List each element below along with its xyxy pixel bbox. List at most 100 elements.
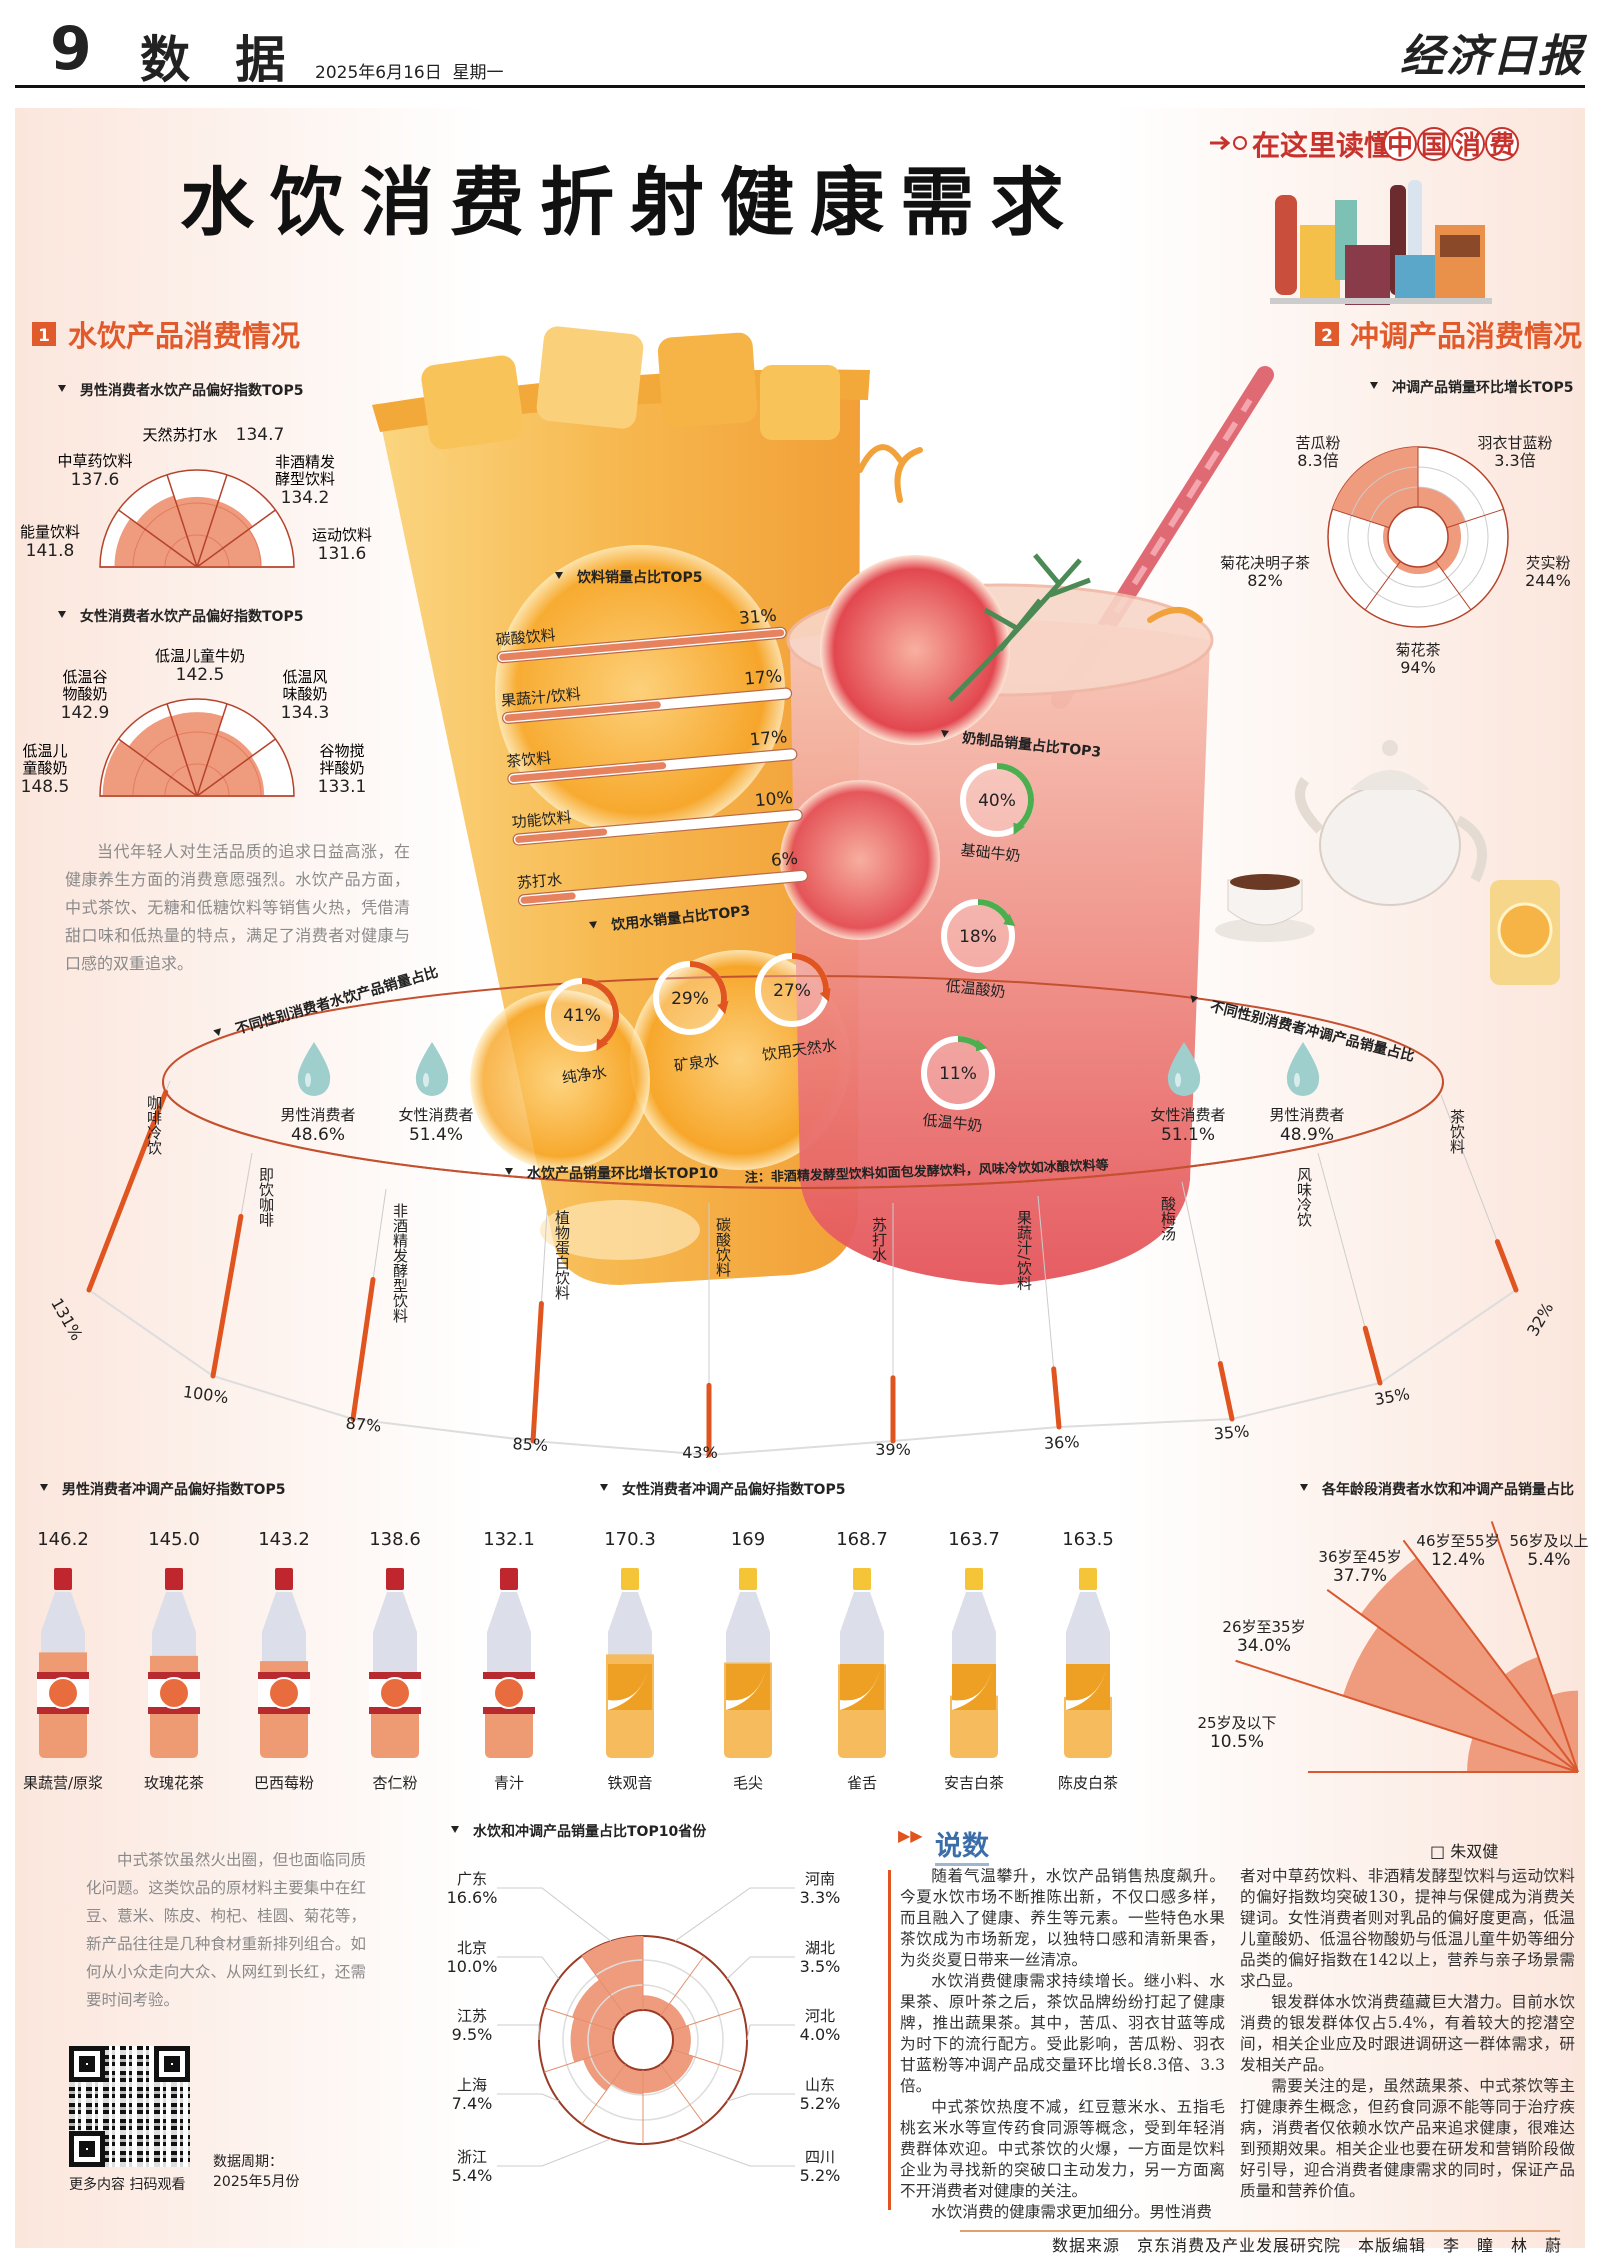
badge-char: 国 (1421, 131, 1447, 161)
value-label: 143.2 (258, 1529, 310, 1550)
grid-ring (164, 763, 230, 797)
series-badge: 在这里读懂 中国消费 (1210, 127, 1519, 162)
value-label: 32% (1523, 1299, 1557, 1339)
orange-slice-icon (47, 1677, 79, 1709)
province-sector (671, 2025, 691, 2055)
share-ring: 41%纯净水 (545, 978, 619, 1087)
share-ring: 11%低温牛奶 (921, 1036, 995, 1135)
category-label: 果蔬营/原浆 (23, 1774, 103, 1792)
chart-subtitle: 男性消费者水饮产品偏好指数TOP5 (58, 382, 303, 399)
category-label: 味酸奶 (282, 685, 327, 703)
value-label: 163.7 (948, 1529, 1000, 1550)
category-label: 低温风 (282, 668, 327, 686)
commentary-author: □ 朱双健 (1430, 1842, 1499, 1861)
section-2-title: 冲调产品消费情况 (1350, 319, 1582, 353)
share-ring: 40%基础牛奶 (960, 763, 1034, 865)
value-label: 168.7 (836, 1529, 888, 1550)
sector-divider (1435, 560, 1472, 611)
water-drop-icon (297, 1042, 331, 1096)
age-share-chart: 25岁及以下10.5%26岁至35岁34.0%36岁至45岁37.7%46岁至5… (1197, 1521, 1589, 1773)
province-sector (643, 2064, 675, 2094)
bottle-cap (165, 1568, 183, 1590)
badge-prefix: 在这里读懂 (1252, 129, 1392, 162)
qr-caption: 更多内容 扫码观看 (69, 2177, 186, 2193)
province-sector (660, 2003, 687, 2031)
category-label: 谷物搅 (319, 742, 364, 760)
triangle-down-icon (588, 921, 597, 929)
sector-divider (581, 1955, 626, 2017)
age-ray (1235, 1659, 1579, 1773)
intro-paragraph: 当代年轻人对生活品质的追求日益高涨，在健康养生方面的消费意愿强烈。水饮产品方面，… (65, 842, 410, 973)
value-label: 3.5% (800, 1957, 841, 1976)
category-label: 酵型饮料 (275, 470, 335, 488)
triangle-down-icon (1190, 995, 1199, 1004)
sector-divider (660, 1955, 705, 2017)
value-label: 134.2 (281, 488, 330, 508)
arrow-icon (596, 1038, 609, 1051)
chart-title: 各年龄段消费者水饮和冲调产品销量占比 (1321, 1481, 1574, 1498)
province-label: 河北 (805, 2007, 835, 2025)
swoosh-icon (1066, 1670, 1106, 1710)
badge-circle (1485, 127, 1519, 161)
province-label: 江苏 (457, 2007, 487, 2025)
value-label: 37.7% (1333, 1566, 1387, 1586)
growth-bar (210, 1213, 244, 1379)
commentary-paragraph: 随着气温攀升，水饮产品销售热度飙升。今夏水饮市场不断推陈出新，不仅口感多样，而且… (900, 1867, 1225, 1969)
category-label: 26岁至35岁 (1222, 1618, 1305, 1636)
leader-line (497, 1956, 560, 1980)
category-label: 芡实粉 (1525, 554, 1570, 572)
tea-paragraph: 中式茶饮虽然火出圈，但也面临同质化问题。这类饮品的原材料主要集中在红豆、薏米、陈… (86, 1851, 366, 2009)
category-label: 铁观音 (607, 1774, 652, 1792)
water-drop-icon (1167, 1042, 1201, 1096)
category-label: 中草药饮料 (57, 452, 132, 470)
sector-divider (671, 2048, 743, 2073)
leader-line (497, 2024, 540, 2040)
value-label: 146.2 (37, 1529, 89, 1550)
category-label: 酸梅汤 (1159, 1196, 1177, 1242)
water-drop-icon (1286, 1042, 1320, 1096)
sector-divider (543, 2048, 615, 2073)
value-label: 87% (345, 1414, 382, 1436)
bar-fill (504, 701, 661, 722)
chart-title: 冲调产品销量环比增长TOP5 (1392, 379, 1573, 396)
issue-date: 2025年6月16日 星期一 (315, 58, 504, 83)
radial-sector (197, 501, 253, 567)
value-label: 16.6% (447, 1888, 498, 1907)
ellipse-front-arc (162, 1081, 1444, 1189)
value-label: 134.3 (281, 703, 330, 723)
sector-divider (1332, 508, 1390, 529)
arrow-icon (1210, 135, 1231, 151)
value-label: 34.0% (1237, 1636, 1291, 1656)
value-label: 5.4% (1527, 1550, 1570, 1570)
sector-divider (671, 2007, 743, 2032)
commentary-bottom-rule (960, 2230, 1560, 2232)
category-label: 36岁至45岁 (1318, 1548, 1401, 1566)
radial-sector (197, 730, 254, 796)
triangle-down-icon (58, 611, 66, 618)
category-label: 风味冷饮 (1295, 1167, 1313, 1227)
gender-value: 48.6% (291, 1125, 345, 1145)
value-label: 8.3倍 (1297, 451, 1338, 470)
commentary-heading: 说数 (935, 1824, 989, 1866)
value-label: 137.6 (71, 470, 120, 490)
value-label: 142.5 (176, 665, 225, 685)
category-label: 果蔬汁/饮料 (1015, 1210, 1033, 1290)
qr-code[interactable] (69, 2046, 190, 2167)
province-sector (660, 2049, 694, 2084)
commentary-paragraph: 需要关注的是，虽然蔬果茶、中式茶饮等主打健康养生概念，但药食同源不能等同于治疗疾… (1240, 2077, 1575, 2200)
section-1-title: 水饮产品消费情况 (68, 319, 300, 353)
growth-bar (86, 1089, 169, 1293)
value-label: 4.0% (800, 2025, 841, 2044)
swoosh-icon (608, 1670, 648, 1710)
sector-divider (1364, 560, 1401, 611)
bottle-liquid (950, 1695, 998, 1758)
leader-line (497, 2093, 560, 2102)
growth-bar (1494, 1239, 1519, 1293)
chart-title: 饮料销量占比TOP5 (576, 569, 702, 586)
chart-subtitle: 各年龄段消费者水饮和冲调产品销量占比 (1300, 1481, 1574, 1498)
bottle: 146.2 果蔬营/原浆 (23, 1529, 103, 1792)
gender-label: 男性消费者 (280, 1106, 355, 1124)
province-label: 四川 (805, 2148, 835, 2166)
category-label: 茶饮料 (506, 749, 552, 771)
